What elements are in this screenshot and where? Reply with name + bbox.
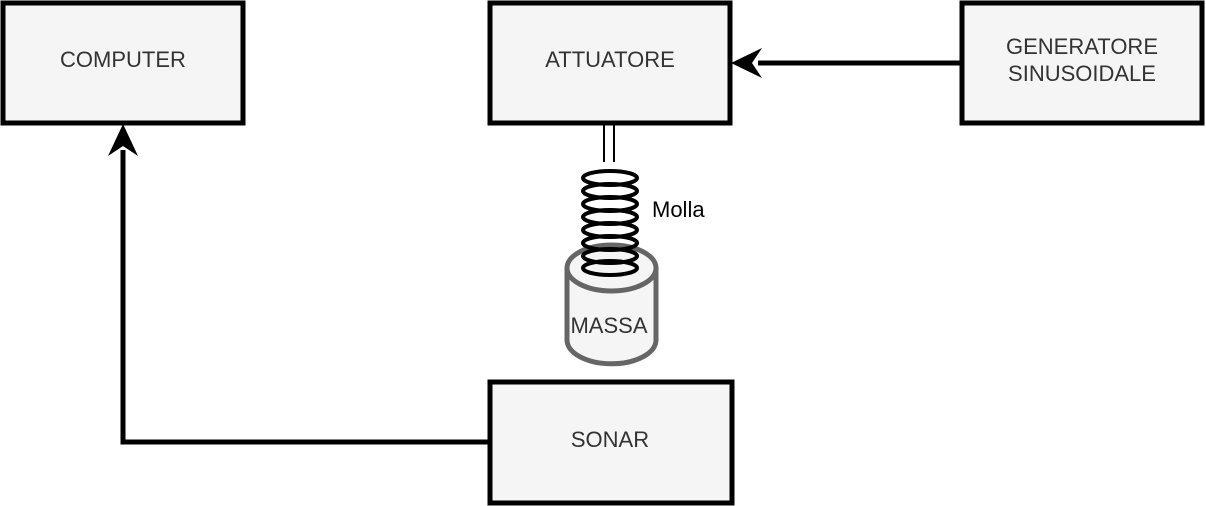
generator-label-line2: SINUSOIDALE [1008, 61, 1156, 86]
spring-rod [603, 124, 615, 162]
computer-box: COMPUTER [0, 0, 246, 126]
generator-box: GENERATORE SINUSOIDALE [959, 0, 1205, 126]
mass-label: MASSA [570, 313, 647, 338]
generator-label-line1: GENERATORE [1006, 34, 1158, 59]
spring-icon [581, 169, 639, 277]
arrow-generator-to-actuator [731, 48, 962, 78]
spring-label: Molla [652, 197, 705, 222]
actuator-box: ATTUATORE [487, 0, 733, 126]
sonar-label: SONAR [571, 427, 649, 452]
arrow-sonar-to-computer [108, 124, 490, 445]
actuator-label: ATTUATORE [545, 47, 675, 72]
computer-label: COMPUTER [60, 47, 186, 72]
mass-cylinder: MASSA [564, 242, 659, 367]
sonar-box: SONAR [487, 379, 735, 506]
